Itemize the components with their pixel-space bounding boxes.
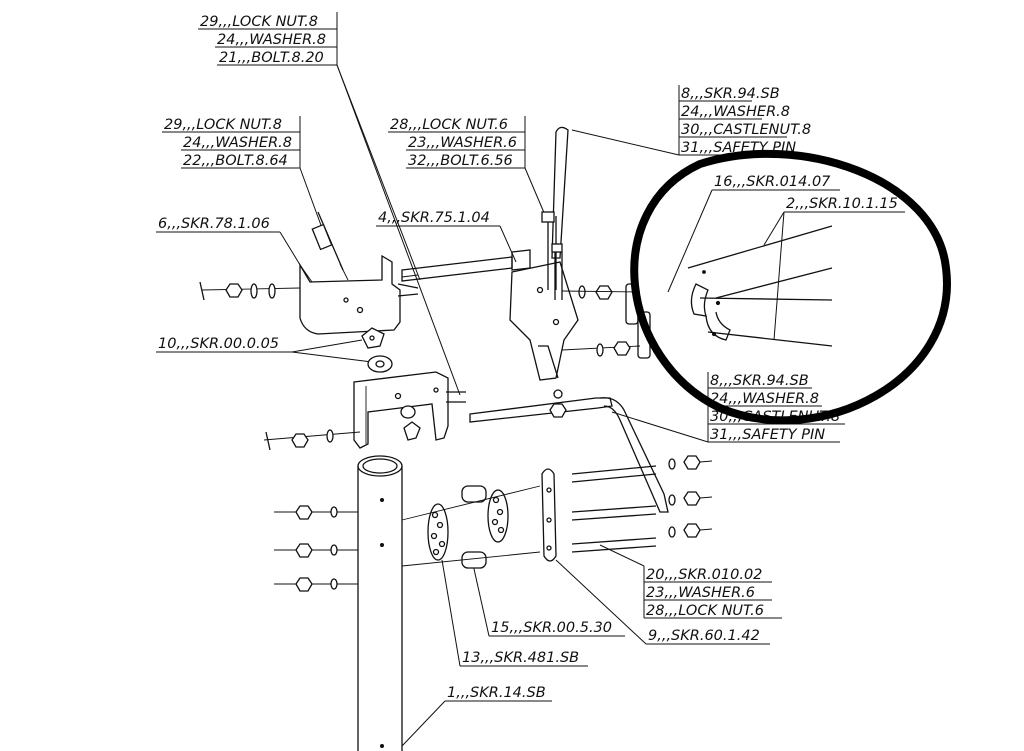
callout-center-line-3: 32,,,BOLT.6.56: [408, 153, 513, 169]
callout-mid-right-line-4: 31,,,SAFETY PIN: [710, 427, 825, 443]
upright-handle: [541, 126, 569, 300]
callout-top-left-line-2: 24,,,WASHER.8: [183, 135, 292, 151]
callout-skr-14: 1,,,SKR.14.SB: [401, 685, 552, 747]
callout-low-right-line-1: 20,,,SKR.010.02: [646, 567, 762, 583]
side-plate: [541, 468, 557, 562]
callout-skr-10-0-05-text: 10,,,SKR.00.0.05: [158, 336, 279, 352]
callout-skr-10-1: 2,,,SKR.10.1.15: [763, 196, 905, 341]
callout-skr-014: 16,,,SKR.014.07: [667, 174, 840, 293]
callout-skr-60: 9,,,SKR.60.1.42: [555, 559, 770, 645]
callout-skr-481-text: 13,,,SKR.481.SB: [462, 650, 579, 666]
long-bolts: [401, 455, 713, 567]
callout-top-left: 29,,,LOCK NUT.8 24,,,WASHER.8 22,,,BOLT.…: [162, 116, 323, 229]
callout-skr-78-text: 6,,,SKR.78.1.06: [158, 216, 270, 232]
callout-top-center-line-3: 21,,,BOLT.8.20: [219, 50, 324, 66]
right-hardware-middle: [561, 341, 641, 357]
callout-top-center: 29,,,LOCK NUT.8 24,,,WASHER.8 21,,,BOLT.…: [198, 12, 461, 396]
callout-skr-10-1-text: 2,,,SKR.10.1.15: [786, 196, 898, 212]
callout-top-right-line-3: 30,,,CASTLENUT.8: [681, 122, 811, 138]
callout-top-right-line-1: 8,,,SKR.94.SB: [681, 86, 780, 102]
upper-left-bracket: [299, 254, 419, 335]
callout-skr-00-5: 15,,,SKR.00.5.30: [471, 559, 625, 637]
callout-low-right-line-3: 28,,,LOCK NUT.6: [646, 603, 764, 619]
left-hardware-lower: [263, 429, 361, 451]
callout-mid-right-line-2: 24,,,WASHER.8: [710, 391, 819, 407]
callout-center-line-1: 28,,,LOCK NUT.6: [390, 117, 508, 133]
spacer-tubes: [461, 485, 487, 569]
callout-skr-60-text: 9,,,SKR.60.1.42: [648, 628, 760, 644]
callout-top-left-line-1: 29,,,LOCK NUT.8: [164, 117, 282, 133]
callout-skr-014-text: 16,,,SKR.014.07: [714, 174, 831, 190]
callout-skr-481: 13,,,SKR.481.SB: [441, 559, 588, 667]
left-nut-stacks: [274, 505, 358, 592]
lower-bracket: [353, 371, 466, 449]
callout-skr-75-text: 4,,,SKR.75.1.04: [378, 210, 490, 226]
callout-top-left-line-3: 22,,,BOLT.8.64: [183, 153, 288, 169]
callout-skr-78: 6,,,SKR.78.1.06: [156, 216, 309, 279]
callout-skr-14-text: 1,,,SKR.14.SB: [447, 685, 546, 701]
callout-center-line-2: 23,,,WASHER.6: [408, 135, 517, 151]
upper-arm-tube: [401, 249, 531, 282]
callout-low-right-line-2: 23,,,WASHER.6: [646, 585, 755, 601]
upper-left-bolt: [311, 211, 349, 281]
detail-view: [630, 149, 951, 425]
callout-skr-00-5-text: 15,,,SKR.00.5.30: [491, 620, 612, 636]
callout-skr-10-0-05: 10,,,SKR.00.0.05: [156, 336, 373, 363]
callout-mid-right-line-1: 8,,,SKR.94.SB: [710, 373, 809, 389]
main-post: [357, 455, 403, 751]
callout-skr-75: 4,,,SKR.75.1.04: [376, 210, 517, 263]
center-plate: [509, 261, 579, 381]
callout-top-right: 8,,,SKR.94.SB 24,,,WASHER.8 30,,,CASTLEN…: [571, 85, 811, 156]
callout-top-right-line-2: 24,,,WASHER.8: [681, 104, 790, 120]
lower-arm-rod: [469, 389, 669, 513]
callout-low-right: 20,,,SKR.010.02 23,,,WASHER.6 28,,,LOCK …: [599, 544, 782, 619]
callout-top-center-line-1: 29,,,LOCK NUT.8: [200, 14, 318, 30]
left-hardware-upper: [199, 281, 301, 301]
callout-top-center-line-2: 24,,,WASHER.8: [217, 32, 326, 48]
callout-center: 28,,,LOCK NUT.6 23,,,WASHER.6 32,,,BOLT.…: [388, 116, 546, 216]
center-spacer-washer: [361, 327, 393, 373]
roller-wheels: [427, 489, 509, 561]
